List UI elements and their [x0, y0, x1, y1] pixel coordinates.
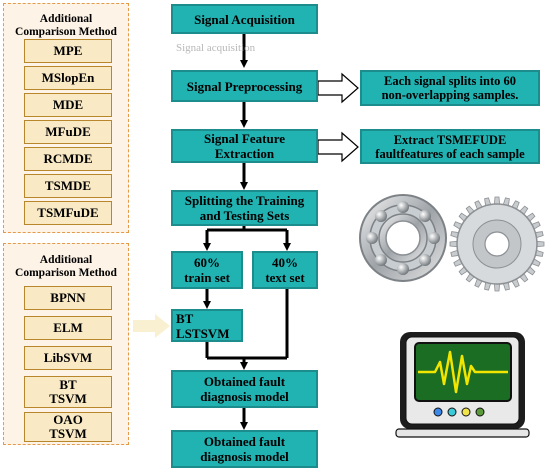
method-mpe: MPE — [24, 39, 112, 63]
method-libsvm: LibSVM — [24, 346, 112, 370]
splitting-box: Splitting the Training and Testing Sets — [171, 190, 318, 226]
method-bt-tsvm: BT TSVM — [24, 376, 112, 408]
method-tsmde: TSMDE — [24, 174, 112, 198]
model-box-1: Obtained fault diagnosis model — [171, 370, 318, 408]
bearing-image — [359, 194, 447, 282]
ghost-caption: Signal acquisition — [176, 42, 256, 54]
method-elm: ELM — [24, 316, 112, 340]
method-rcmde: RCMDE — [24, 147, 112, 171]
comparison-panel-bottom: Additional Comparison Method — [3, 243, 129, 445]
faint-arrow — [133, 314, 170, 338]
feature-extraction-box: Signal Feature Extraction — [171, 129, 318, 163]
monitor-icon — [395, 332, 530, 438]
method-mfude: MFuDE — [24, 120, 112, 144]
gear-image — [449, 196, 545, 292]
signal-preprocessing-box: Signal Preprocessing — [171, 70, 318, 102]
bt-lstsvm-box: BT LSTSVM — [171, 309, 243, 342]
method-mslopen: MSlopEn — [24, 66, 112, 90]
preprocess-note: Each signal splits into 60 non-overlappi… — [360, 70, 540, 106]
method-oao-tsvm: OAO TSVM — [24, 412, 112, 442]
method-tsmfude-visible: TSMFuDE — [24, 201, 112, 225]
train-set-box: 60% train set — [171, 251, 243, 289]
hollow-arrow-preprocess — [317, 72, 359, 104]
method-mde: MDE — [24, 93, 112, 117]
model-box-2: Obtained fault diagnosis model — [171, 430, 318, 468]
hollow-arrow-feature — [317, 131, 359, 163]
feature-note: Extract TSMEFUDE faultfeatures of each s… — [360, 129, 540, 164]
signal-acquisition-box: Signal Acquisition — [171, 4, 318, 34]
panel-title: Additional Comparison Method — [15, 13, 117, 38]
test-set-box: 40% text set — [252, 251, 318, 289]
panel-title: Additional Comparison Method — [15, 254, 117, 279]
method-bpnn: BPNN — [24, 286, 112, 310]
